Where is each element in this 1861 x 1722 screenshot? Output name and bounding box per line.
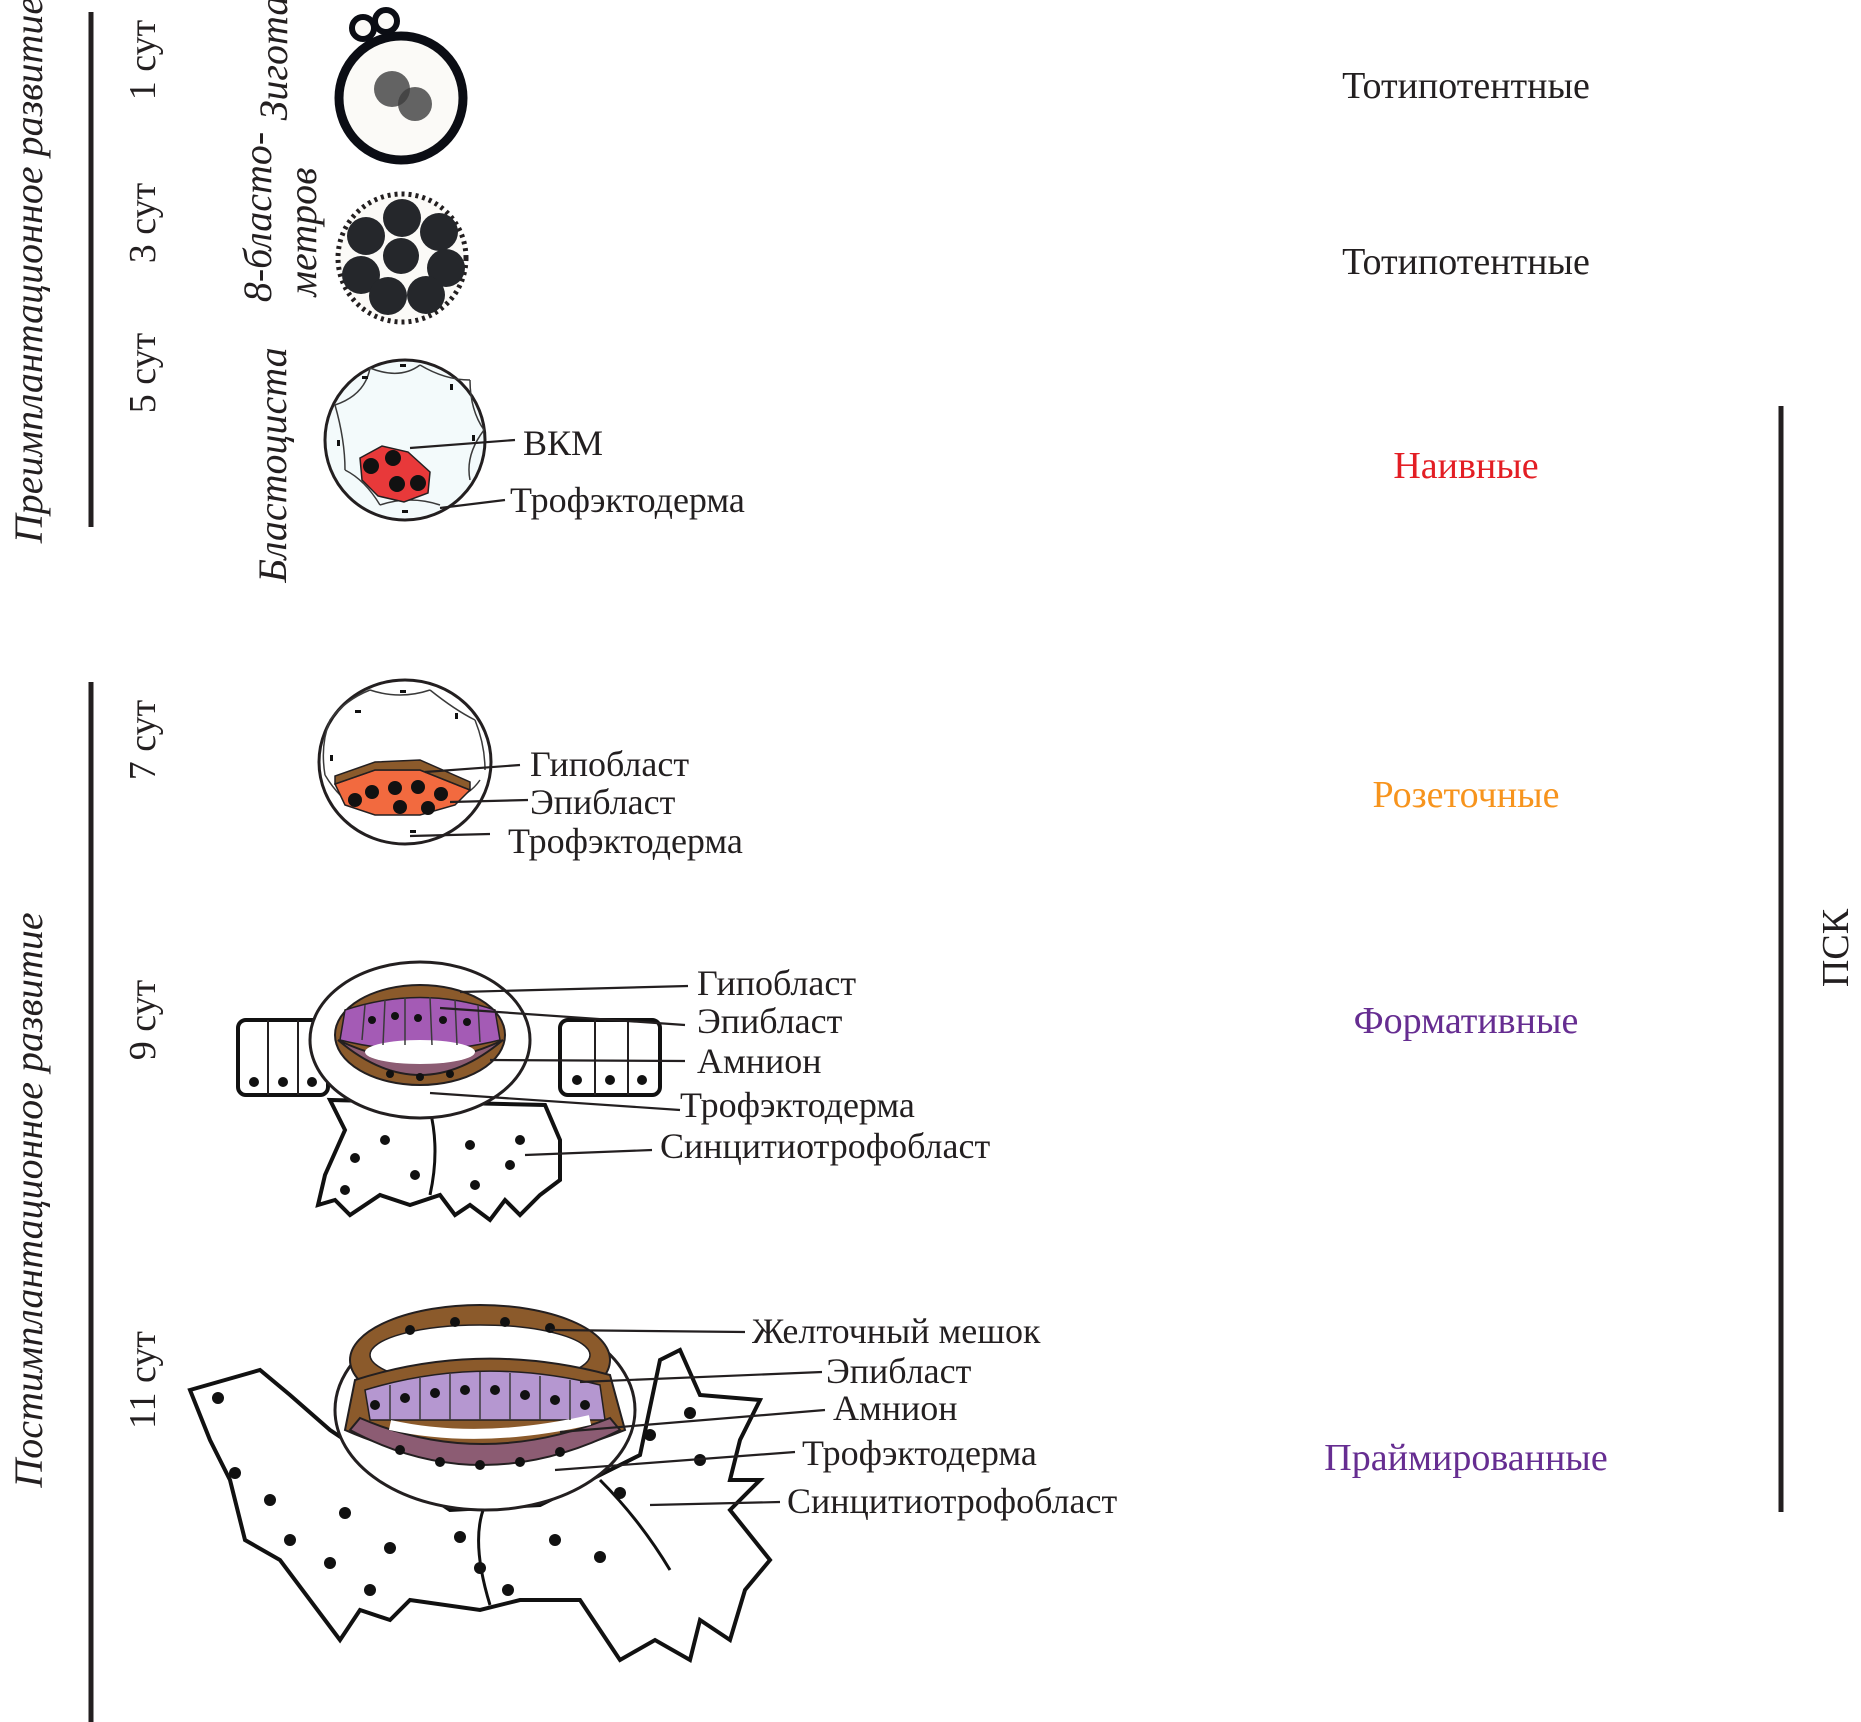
part-label-epiblast: Эпибласт xyxy=(826,1351,972,1391)
leader-line xyxy=(439,498,506,510)
part-label-icm: ВКМ xyxy=(523,423,603,463)
leader-line xyxy=(409,832,491,838)
leader-line xyxy=(524,1148,653,1157)
leader-line xyxy=(549,1328,746,1334)
eight-cell-illustration xyxy=(335,191,469,325)
potency-label: Формативные xyxy=(1354,1000,1579,1042)
day11-embryo-illustration xyxy=(187,1304,773,1664)
part-label-trophectoderm: Трофэктодерма xyxy=(802,1433,1037,1473)
leader-line xyxy=(489,1058,686,1063)
leader-line xyxy=(439,1006,686,1027)
part-label-syncytiotrophoblast: Синцитиотрофобласт xyxy=(787,1481,1117,1521)
stage-name-8cell-line2: метров xyxy=(280,167,325,298)
stage-name-blastocyst: Бластоциста xyxy=(250,347,295,583)
day9-embryo-illustration xyxy=(236,960,662,1223)
part-label-amnion: Амнион xyxy=(697,1041,822,1081)
day7-embryo-illustration xyxy=(317,678,493,846)
leader-line xyxy=(429,1091,681,1112)
stage-name-zygote: Зигота xyxy=(251,0,296,120)
psc-label: ПСК xyxy=(1815,908,1857,987)
potency-label: Розеточные xyxy=(1372,774,1559,816)
part-label-epiblast: Эпибласт xyxy=(697,1001,843,1041)
leader-line xyxy=(409,438,516,450)
day-label: 1 сут xyxy=(122,19,164,100)
day-label: 3 сут xyxy=(122,182,164,263)
part-label-trophectoderm: Трофэктодерма xyxy=(680,1085,915,1125)
part-label-amnion: Амнион xyxy=(833,1388,958,1428)
day-label: 11 сут xyxy=(122,1331,164,1429)
leader-line xyxy=(579,1370,823,1384)
part-label-syncytiotrophoblast: Синцитиотрофобласт xyxy=(660,1126,990,1166)
leader-line xyxy=(649,1500,781,1507)
leader-line xyxy=(424,763,521,774)
part-label-trophectoderm: Трофэктодерма xyxy=(510,480,745,520)
part-label-hypoblast: Гипобласт xyxy=(530,744,689,784)
part-label-epiblast: Эпибласт xyxy=(530,782,676,822)
preimplantation-label: Преимплантационное развитие xyxy=(6,0,51,544)
blastocyst-illustration xyxy=(323,358,487,522)
part-label-trophectoderm: Трофэктодерма xyxy=(508,821,743,861)
leader-line xyxy=(459,984,689,994)
leader-line xyxy=(449,798,529,804)
potency-label: Наивные xyxy=(1393,445,1538,487)
day-label: 9 сут xyxy=(122,979,164,1060)
part-label-hypoblast: Гипобласт xyxy=(697,963,856,1003)
part-label-yolk-sac: Желточный мешок xyxy=(752,1311,1041,1351)
potency-label: Праймированные xyxy=(1324,1437,1607,1479)
postimplantation-label: Постимплантационное развитие xyxy=(6,912,51,1488)
leader-line xyxy=(559,1408,826,1434)
day-label: 5 сут xyxy=(122,332,164,413)
potency-label: Тотипотентные xyxy=(1342,65,1590,107)
stage-name-8cell-line1: 8-бласто- xyxy=(235,132,280,302)
potency-label: Тотипотентные xyxy=(1342,241,1590,283)
day-label: 7 сут xyxy=(122,699,164,780)
leader-line xyxy=(554,1450,796,1472)
zygote-illustration xyxy=(334,7,468,165)
